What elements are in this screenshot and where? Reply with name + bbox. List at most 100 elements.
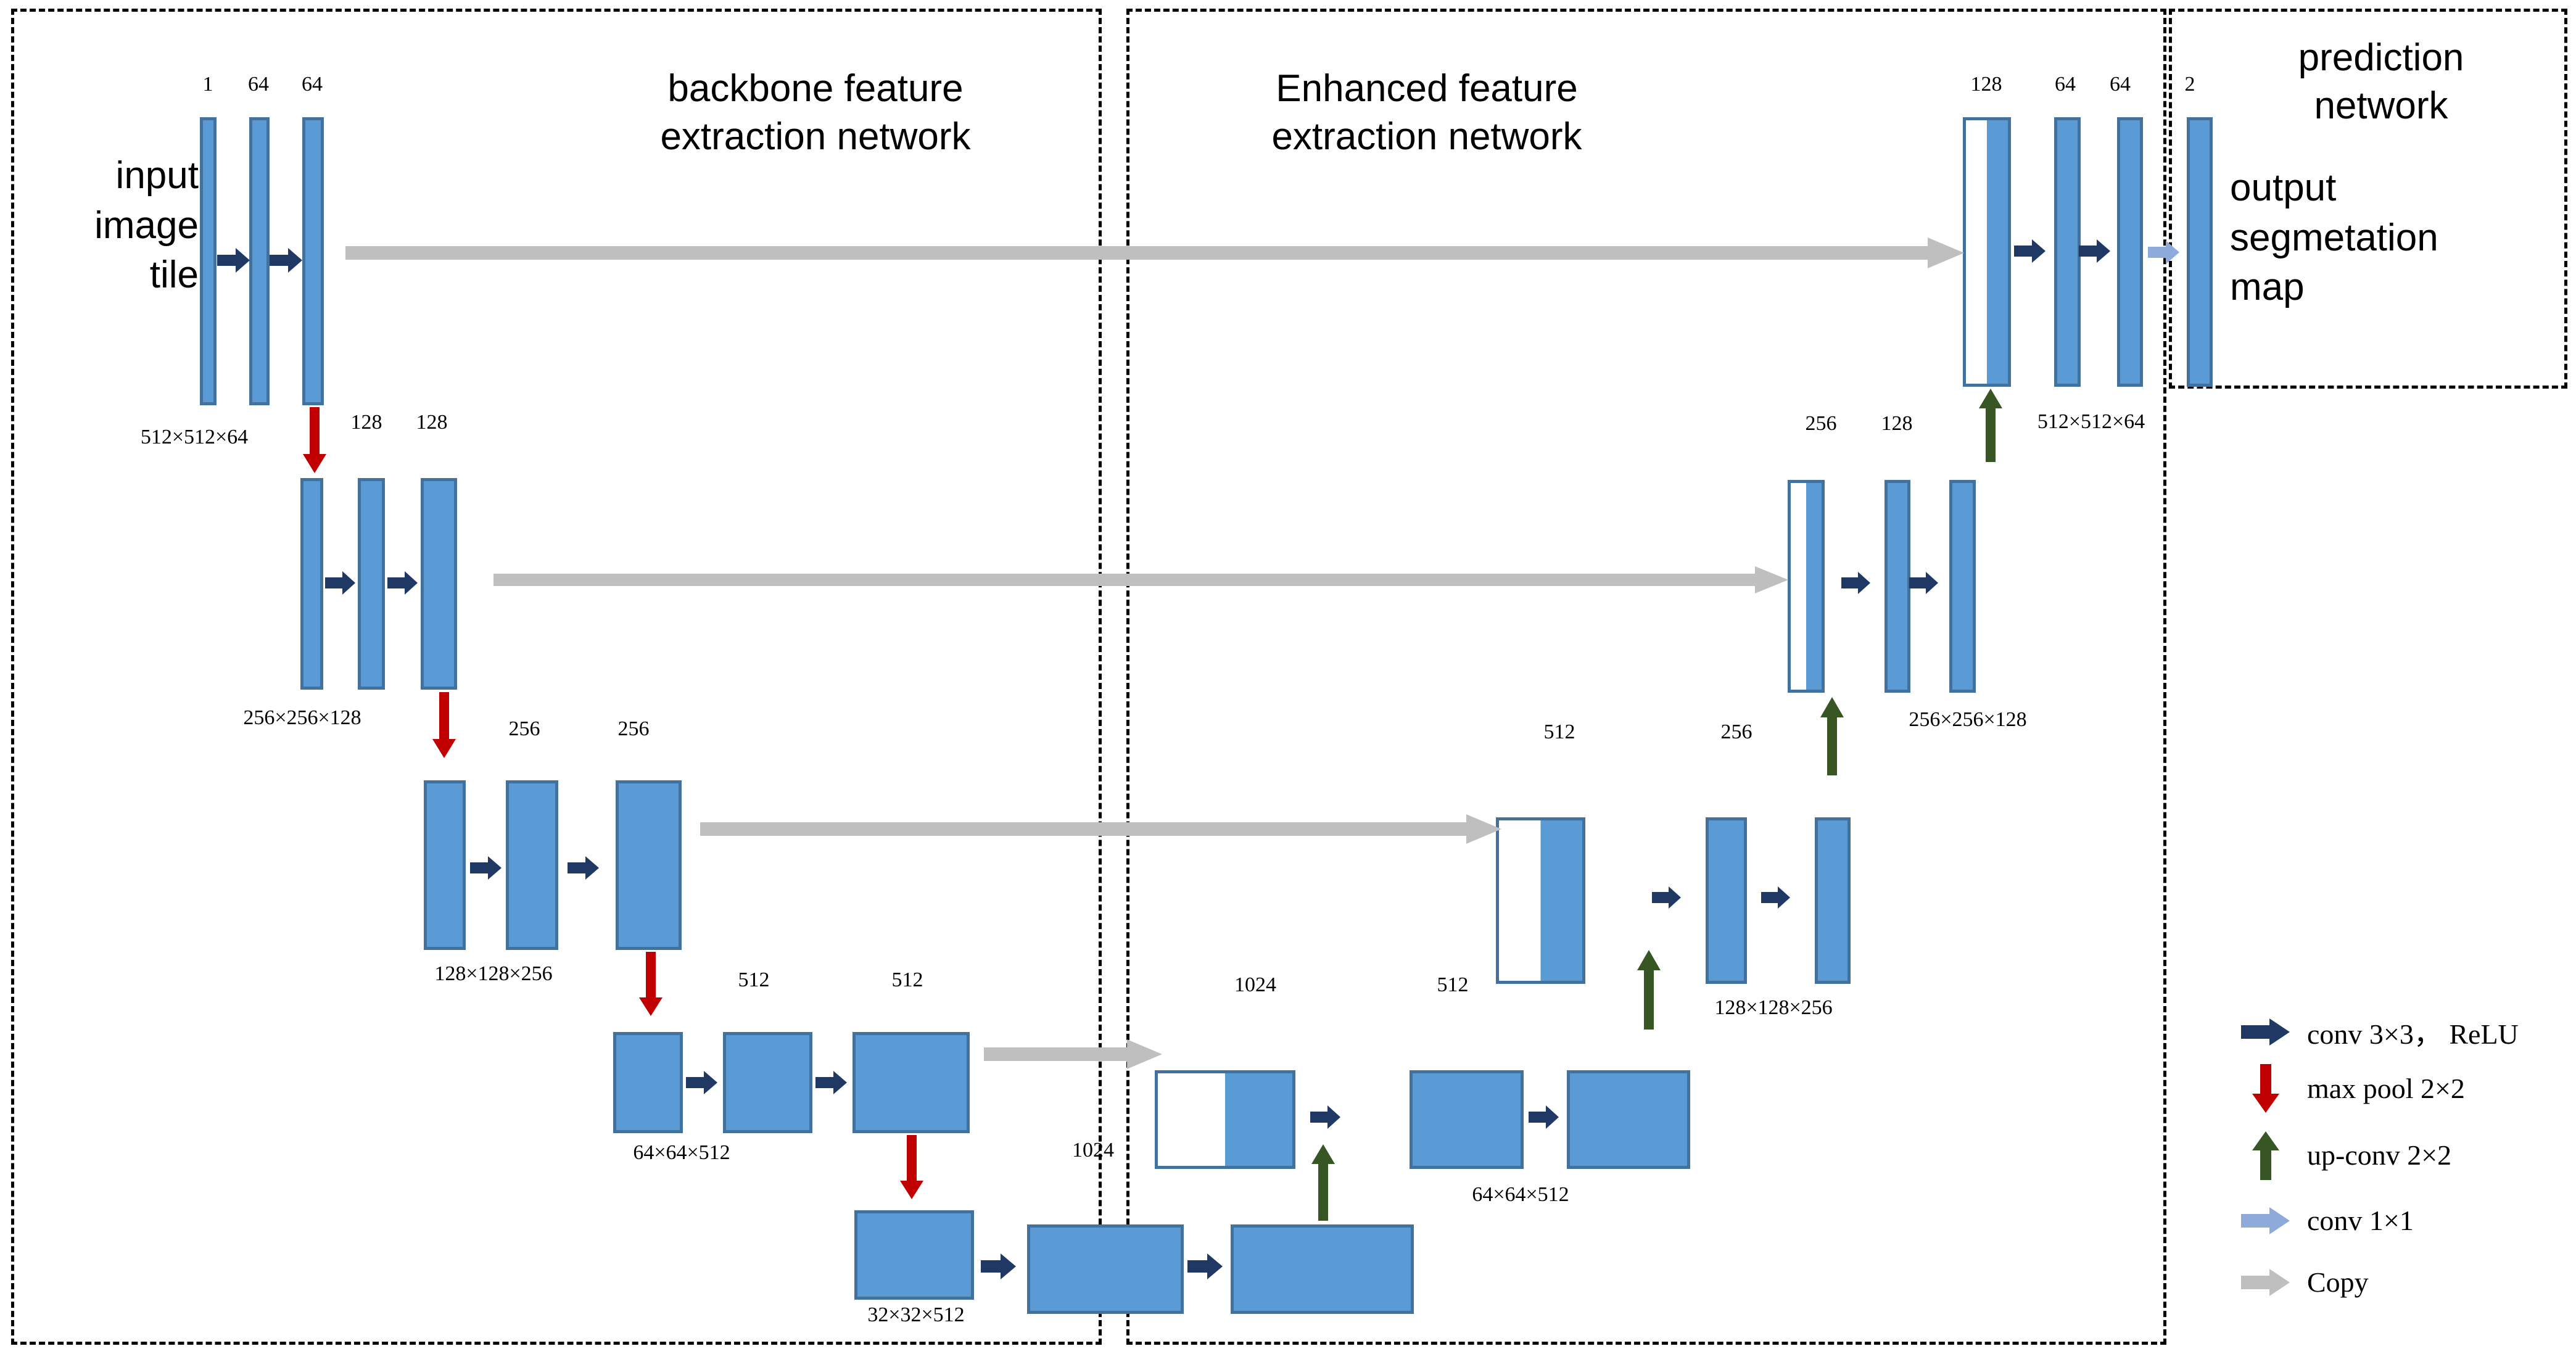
conv-arrow-enc5-1 [1187,1252,1223,1281]
dimension-label-enc1: 512×512×64 [140,426,249,448]
feature-bar-dec2-concat [1788,480,1825,693]
maxpool-arrow-enc4 [899,1135,924,1200]
feature-bar-enc4-1 [723,1032,812,1133]
dimension-label-dec3: 128×128×256 [1714,996,1833,1019]
conv-arrow-enc5-0 [981,1252,1017,1281]
feature-bar-enc5-1 [1027,1224,1184,1314]
upconv-arrow-dec1 [1978,389,2003,463]
dimension-label-enc2: 256×256×128 [243,706,361,729]
section-title-enhanced: Enhanced feature extraction network [1271,67,1582,158]
channel-label-dec3-0: 512 [1543,720,1575,743]
feature-bar-enc1-2 [302,117,324,405]
dimension-label-enc4: 64×64×512 [633,1141,730,1164]
conv-arrow-dec2-0 [1841,571,1871,595]
maxpool-arrow-enc1 [302,407,327,474]
feature-bar-dec3-2 [1815,817,1851,984]
conv-arrow-right-icon [2239,1016,2292,1048]
legend-item-maxpool: max pool 2×2 [2239,1063,2465,1113]
channel-label-output: 2 [2184,73,2195,96]
conv-arrow-enc3-1 [568,855,600,881]
legend-label-copy: Copy [2307,1266,2369,1298]
channel-label-enc4-0: 512 [738,968,770,991]
conv1x1-arrow-right-icon [2239,1205,2292,1237]
channel-label-enc1-2: 64 [302,73,323,96]
maxpool-arrow-down-icon [2239,1063,2292,1113]
dimension-label-dec4: 64×64×512 [1472,1183,1569,1206]
feature-bar-dec2-2 [1949,480,1976,693]
channel-label-dec2-1: 128 [1881,412,1913,435]
conv-arrow-dec4-0 [1310,1104,1341,1130]
channel-label-enc2-1: 128 [416,411,448,434]
conv-arrow-dec1-1 [2079,238,2111,264]
feature-bar-enc5-0 [854,1210,974,1300]
conv-arrow-enc4-0 [686,1070,718,1096]
conv-arrow-enc2-0 [325,570,356,596]
feature-bar-enc3-1 [506,780,558,950]
conv-arrow-enc1-1 [270,247,303,274]
channel-label-enc1-1: 64 [248,73,269,96]
conv-arrow-dec3-0 [1652,885,1682,910]
dimension-label-enc5: 32×32×512 [867,1303,965,1326]
channel-label-enc5-0: 1024 [1072,1139,1114,1162]
channel-label-dec3-1: 256 [1720,720,1752,743]
legend: conv 3×3， ReLU max pool 2×2 up-conv 2×2 … [2239,1012,2560,1326]
channel-label-dec1-1: 64 [2055,73,2076,96]
conv-arrow-enc1-0 [217,247,250,274]
feature-bar-enc2-0 [300,478,323,690]
upconv-arrow-up-icon [2239,1131,2292,1180]
maxpool-arrow-enc3 [638,952,663,1017]
feature-bar-enc2-2 [421,478,457,690]
copy-arrow-right-icon [2239,1266,2292,1298]
feature-bar-dec4-1 [1410,1070,1524,1169]
caption-output-map: output segmetation map [2230,167,2438,309]
feature-bar-enc1-1 [249,117,270,405]
conv-arrow-enc2-1 [387,570,418,596]
section-frame-enhanced [1126,9,2166,1345]
dimension-label-dec2: 256×256×128 [1909,708,2027,731]
legend-item-conv1x1: conv 1×1 [2239,1204,2414,1237]
feature-bar-output [2187,117,2213,387]
legend-item-upconv: up-conv 2×2 [2239,1131,2452,1180]
conv-arrow-dec2-1 [1909,571,1939,595]
dimension-label-dec1: 512×512×64 [2037,410,2145,433]
feature-bar-dec1-concat [1963,117,2011,387]
section-frame-prediction [2169,9,2567,389]
dimension-label-enc3: 128×128×256 [434,962,553,985]
channel-label-dec2-0: 256 [1805,412,1837,435]
feature-bar-dec1-2 [2117,117,2143,387]
channel-label-dec1-2: 64 [2110,73,2131,96]
maxpool-arrow-enc2 [432,692,456,759]
feature-bar-enc3-0 [424,780,466,950]
conv-arrow-enc3-0 [470,855,502,881]
channel-label-dec4-1: 512 [1437,973,1469,996]
feature-bar-enc2-1 [358,478,385,690]
channel-label-enc3-1: 256 [617,717,650,740]
section-title-backbone: backbone feature extraction network [660,67,971,158]
channel-label-enc3-0: 256 [508,717,540,740]
conv-arrow-enc4-1 [815,1070,848,1096]
channel-label-dec1-0: 128 [1970,73,2002,96]
upconv-arrow-dec2 [1820,697,1844,776]
copy-arrow-level3 [700,814,1502,844]
legend-item-conv: conv 3×3， ReLU [2239,1012,2519,1052]
feature-bar-dec4-2 [1567,1070,1690,1169]
copy-arrow-level1 [345,237,1965,268]
channel-label-dec4-0: 1024 [1234,973,1276,996]
channel-label-enc1-0: 1 [202,73,213,96]
feature-bar-enc5-2 [1231,1224,1414,1314]
feature-bar-dec1-1 [2054,117,2081,387]
feature-bar-enc3-2 [616,780,682,950]
legend-item-copy: Copy [2239,1266,2369,1298]
legend-label-conv: conv 3×3， ReLU [2307,1018,2519,1050]
section-frame-backbone [11,9,1102,1345]
channel-label-enc2-0: 128 [350,411,382,434]
conv-arrow-dec4-1 [1529,1104,1559,1130]
caption-input-image-tile: input image tile [94,154,199,297]
conv-arrow-dec1-0 [2014,238,2046,264]
legend-label-conv1x1: conv 1×1 [2307,1205,2414,1236]
copy-arrow-level2 [493,566,1789,593]
legend-label-maxpool: max pool 2×2 [2307,1073,2465,1104]
legend-label-upconv: up-conv 2×2 [2307,1139,2452,1171]
upconv-arrow-dec3 [1637,950,1661,1030]
feature-bar-dec4-concat [1155,1070,1295,1169]
